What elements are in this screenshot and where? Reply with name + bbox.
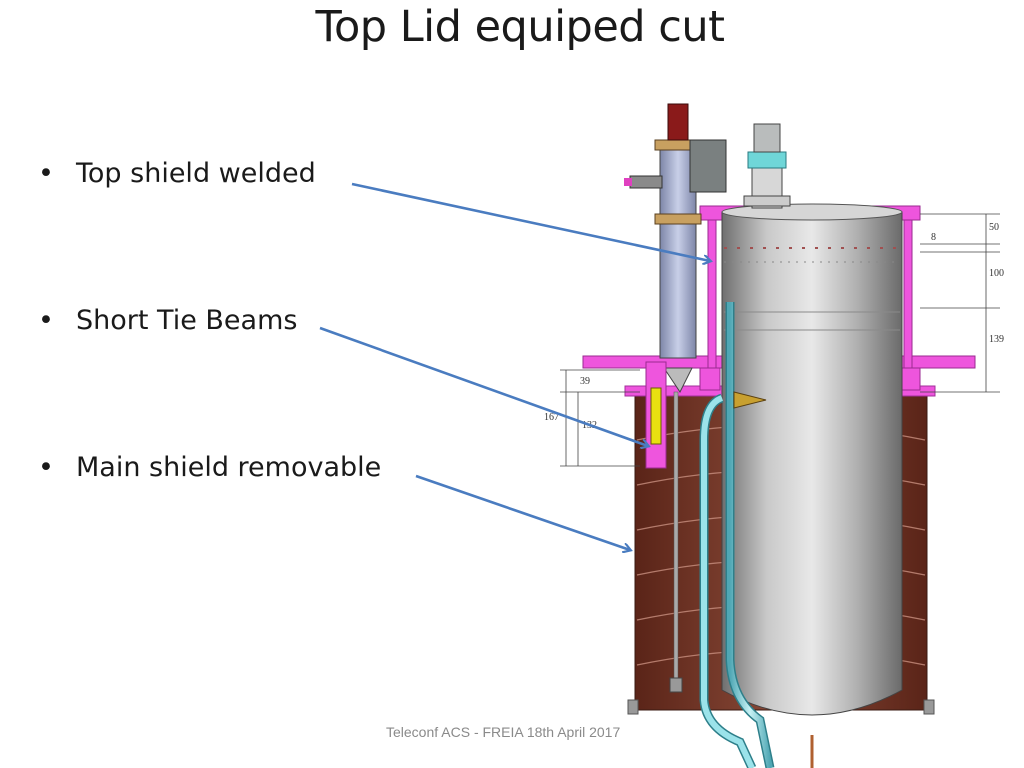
dim-label: 100: [989, 268, 1004, 279]
slide-title: Top Lid equiped cut: [315, 2, 725, 52]
callout-arrow-top-shield: [351, 182, 710, 261]
bullet-item-main-shield: • Main shield removable: [38, 452, 381, 483]
bullet-item-top-shield: • Top shield welded: [38, 158, 316, 189]
dimension-lines: [560, 213, 1000, 467]
bullet-dot: •: [38, 452, 54, 483]
callout-arrow-tie-beams: [319, 326, 648, 446]
callout-arrow-main-shield: [415, 474, 630, 550]
bullet-label: Short Tie Beams: [76, 305, 298, 336]
bullet-dot: •: [38, 305, 54, 336]
bullet-label: Main shield removable: [76, 452, 382, 483]
dim-label: 139: [989, 334, 1004, 345]
dim-label: 8: [931, 232, 936, 243]
short-tie-beam: [645, 361, 683, 693]
bullet-dot: •: [38, 158, 54, 189]
nozzle: [733, 391, 767, 409]
top-valve: [743, 123, 791, 209]
dim-label: 167: [544, 412, 559, 423]
slide-footer: Teleconf ACS - FREIA 18th April 2017: [386, 724, 621, 740]
inner-vessel: [721, 203, 903, 716]
bullet-label: Top shield welded: [76, 158, 316, 189]
dim-label: 39: [580, 376, 590, 387]
bullet-item-tie-beams: • Short Tie Beams: [38, 305, 297, 336]
feedthrough-column: [624, 103, 727, 393]
helium-pipe: [699, 302, 775, 768]
dim-label: 50: [989, 222, 999, 233]
